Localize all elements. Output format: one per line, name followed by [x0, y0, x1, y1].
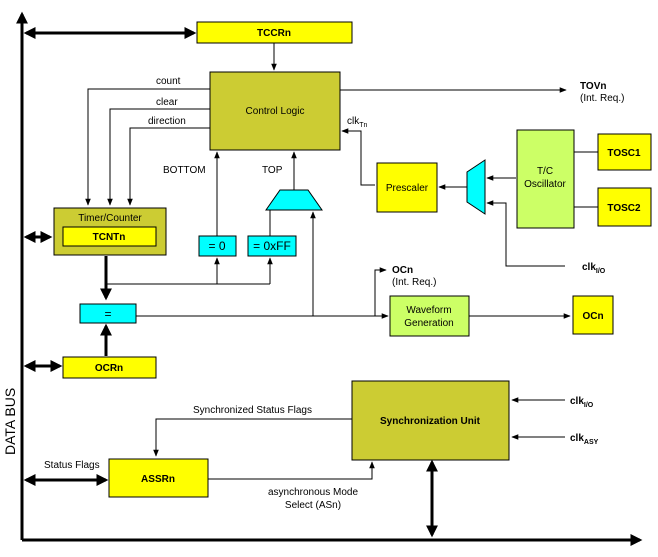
- comparator-label: =: [104, 307, 111, 321]
- assrn-box: [108, 458, 209, 498]
- ocn-int-req-label: (Int. Req.): [392, 277, 436, 288]
- direction-wire: [127, 127, 210, 206]
- tcntn-box: [62, 226, 157, 247]
- clk-tn-wire: [341, 128, 375, 186]
- comparator-box: [79, 303, 137, 324]
- timer-counter-label: Timer/Counter: [78, 213, 142, 224]
- clk-io-label: clkI/O: [582, 262, 606, 275]
- synchronization-unit-box: [351, 380, 510, 461]
- clk-tn-label: clkTn: [347, 116, 368, 129]
- assrn-label: ASSRn: [141, 474, 175, 485]
- tc-oscillator-label-2: Oscillator: [524, 179, 566, 190]
- clk-io-sync-label: clkI/O: [570, 396, 594, 409]
- waveform-label-2: Generation: [404, 318, 453, 329]
- control-logic-box: [209, 71, 341, 151]
- tovn-int-req-label: (Int. Req.): [580, 93, 624, 104]
- status-flags-label: Status Flags: [44, 460, 100, 471]
- async-mode-label-1: asynchronous Mode: [268, 487, 358, 498]
- eq-zero-label: = 0: [208, 239, 225, 253]
- bottom-label: BOTTOM: [163, 165, 206, 176]
- ocn-out-label: OCn: [392, 265, 413, 276]
- clk-io-to-mux-wire: [486, 200, 565, 267]
- clear-label: clear: [156, 97, 178, 108]
- tc-oscillator-label-1: T/C: [537, 166, 553, 177]
- clk-asy-label: clkASY: [570, 433, 599, 446]
- top-mux: [265, 189, 323, 211]
- ocn-pin-label: OCn: [582, 311, 603, 322]
- top-label: TOP: [262, 165, 283, 176]
- eq-ff-label: = 0xFF: [253, 239, 291, 253]
- ocn-pin-box: [572, 295, 614, 335]
- eq-ff-box: [247, 235, 297, 257]
- tovn-label: TOVn: [580, 81, 606, 92]
- async-mode-wire: [208, 461, 375, 480]
- clear-wire: [107, 108, 210, 206]
- tosc2-box: [597, 187, 652, 227]
- prescaler-label: Prescaler: [386, 183, 429, 194]
- sync-flags-wire: [153, 418, 352, 457]
- data-bus-label: DATA BUS: [2, 388, 18, 455]
- clock-select-mux: [466, 159, 486, 215]
- async-mode-label-2: Select (ASn): [285, 500, 341, 511]
- prescaler-box: [376, 162, 438, 213]
- ocrn-box: [62, 356, 157, 379]
- count-wire: [85, 88, 210, 206]
- tccrn-label: TCCRn: [257, 28, 291, 39]
- synchronization-unit-label: Synchronization Unit: [380, 416, 481, 427]
- waveform-generation-box: [389, 295, 470, 337]
- waveform-label-1: Waveform: [406, 305, 451, 316]
- control-logic-label: Control Logic: [246, 106, 305, 117]
- tcntn-label: TCNTn: [93, 232, 126, 243]
- tosc1-box: [597, 133, 652, 171]
- sync-status-flags-label: Synchronized Status Flags: [193, 405, 312, 416]
- ocrn-label: OCRn: [95, 363, 123, 374]
- ocn-int-wire: [374, 267, 387, 316]
- tosc1-label: TOSC1: [607, 148, 641, 159]
- direction-label: direction: [148, 116, 186, 127]
- tc-oscillator-box: [516, 129, 575, 229]
- count-label: count: [156, 76, 181, 87]
- tosc2-label: TOSC2: [607, 203, 641, 214]
